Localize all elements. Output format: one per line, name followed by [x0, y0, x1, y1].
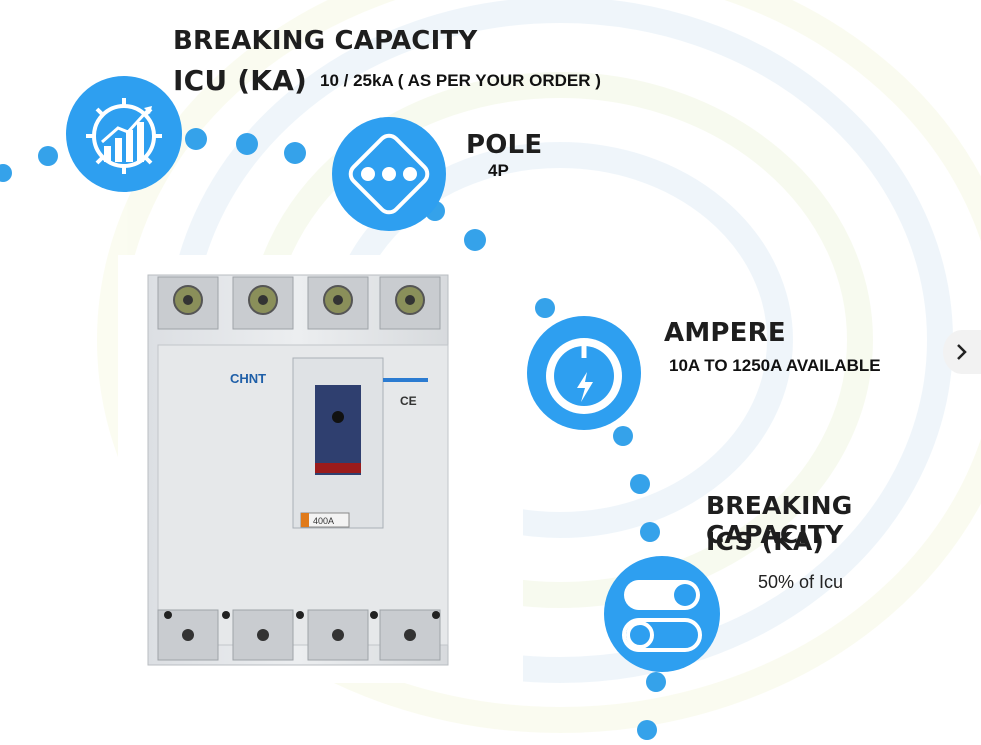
circuit-breaker-image: CHNT CE 400A: [118, 255, 523, 683]
feature-pole-title: POLE: [466, 130, 543, 160]
feature-ics-title-line1: BREAKING CAPACITY: [706, 491, 853, 549]
feature-ics-title-line2: ICS (KA): [706, 527, 824, 556]
ellipsis-icon: [332, 117, 446, 231]
feature-icu-detail: 10 / 25kA ( AS PER YOUR ORDER ): [320, 71, 601, 90]
feature-ampere-detail: 10A TO 1250A AVAILABLE: [669, 356, 881, 375]
feature-ics-detail: 50% of Icu: [758, 572, 844, 592]
ce-mark: CE: [400, 394, 417, 408]
next-button[interactable]: [943, 330, 981, 374]
chevron-right-icon: [957, 344, 967, 360]
toggle-switch-icon: [604, 556, 720, 672]
feature-icu-title-line1: BREAKING CAPACITY: [173, 26, 478, 56]
feature-ampere-title: AMPERE: [664, 318, 786, 348]
speedometer-bolt-icon: [527, 316, 641, 430]
brand-logo: CHNT: [230, 371, 266, 386]
gear-growth-chart-icon: [66, 76, 182, 192]
feature-pole-detail: 4P: [488, 161, 509, 180]
feature-icu-title-line2: ICU (KA): [173, 64, 308, 97]
rating-label: 400A: [313, 516, 334, 526]
